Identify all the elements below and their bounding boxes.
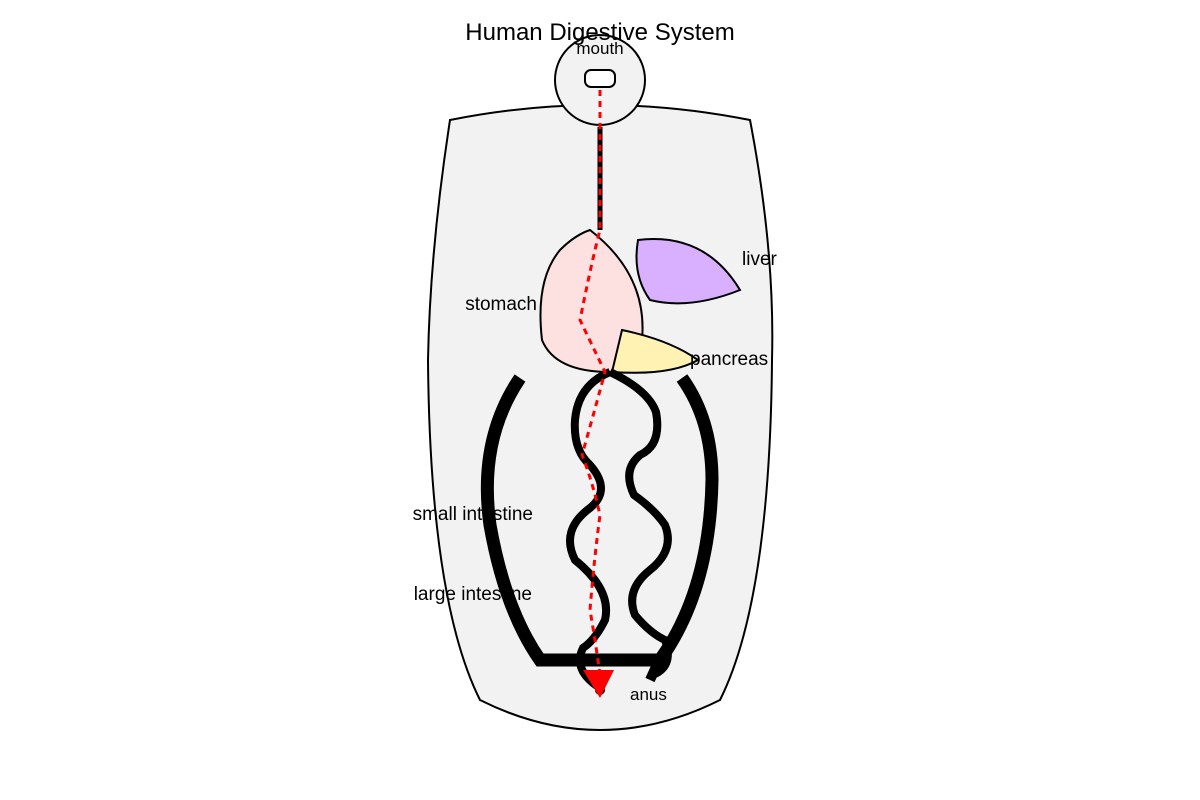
anus-label: anus [630, 685, 667, 704]
diagram-title: Human Digestive System [465, 19, 734, 46]
stomach-label: stomach [465, 294, 537, 315]
small-intestine-label: small intestine [413, 504, 533, 525]
pancreas-label: pancreas [690, 349, 768, 370]
mouth-opening [584, 69, 616, 88]
liver-label: liver [742, 249, 778, 270]
food-path [578, 90, 607, 676]
small-intestine-right-coil [608, 368, 672, 680]
large-intestine [480, 374, 719, 667]
small-intestine-left-coil [566, 368, 612, 692]
food-path-arrowhead [583, 670, 614, 698]
large-intestine-label: large intestine [414, 584, 532, 605]
pancreas [610, 328, 700, 374]
liver [635, 238, 742, 305]
stomach [539, 228, 644, 374]
mouth-label: mouth [576, 39, 623, 58]
